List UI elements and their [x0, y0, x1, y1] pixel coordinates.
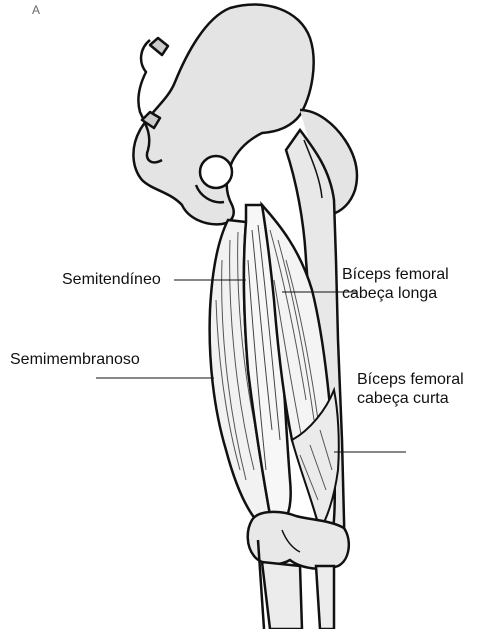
corner-mark: A — [32, 3, 40, 17]
label-biceps-curta: Bíceps femoral cabeça curta — [357, 370, 464, 408]
label-biceps-curta-line2: cabeça curta — [357, 389, 464, 408]
label-semitendineo: Semitendíneo — [62, 270, 161, 289]
label-biceps-longa-line2: cabeça longa — [342, 284, 449, 303]
label-semimembranoso: Semimembranoso — [10, 350, 140, 369]
label-biceps-longa: Bíceps femoral cabeça longa — [342, 265, 449, 303]
label-semimembranoso-text: Semimembranoso — [10, 351, 140, 368]
label-semitendineo-text: Semitendíneo — [62, 271, 161, 288]
label-biceps-curta-line1: Bíceps femoral — [357, 370, 464, 389]
label-biceps-longa-line1: Bíceps femoral — [342, 265, 449, 284]
